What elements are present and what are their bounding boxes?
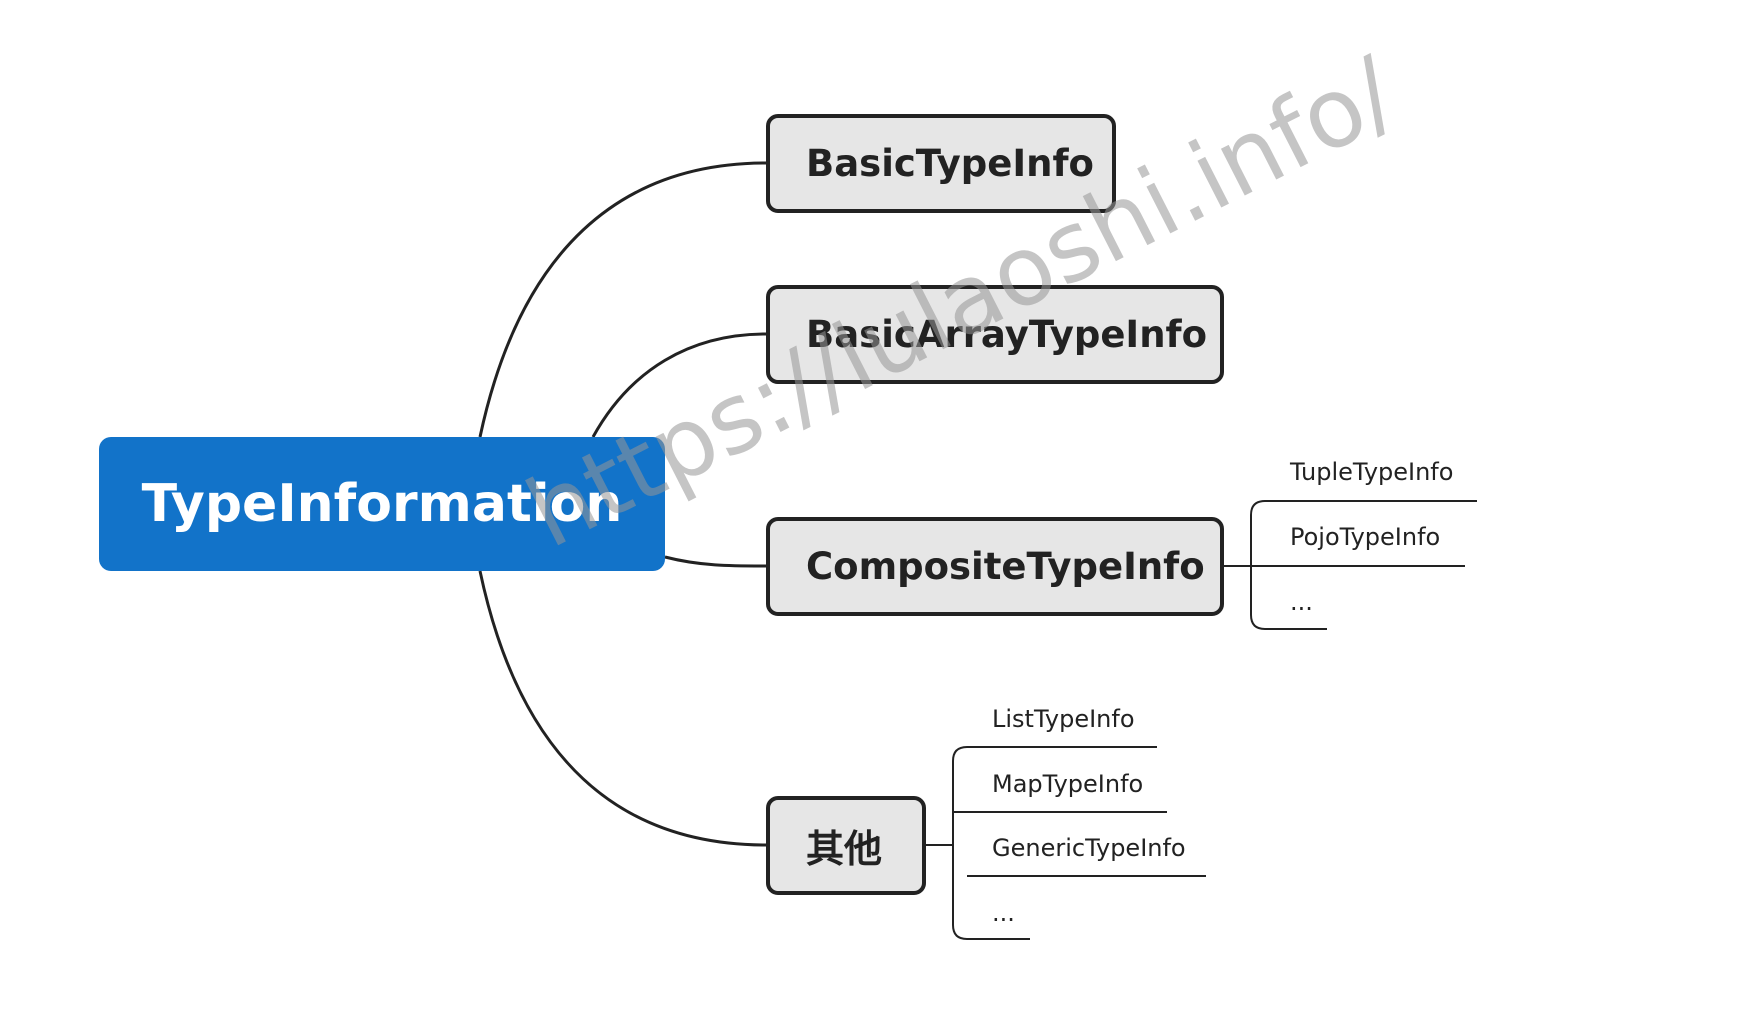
node-basic-array-type-info[interactable]: BasicArrayTypeInfo <box>766 285 1224 384</box>
node-composite-type-info[interactable]: CompositeTypeInfo <box>766 517 1224 616</box>
node-other-label: 其他 <box>806 827 883 871</box>
connector-root-other <box>478 570 767 847</box>
connector-root-basic <box>478 161 767 438</box>
leaf-composite-more[interactable]: ... <box>1290 588 1313 616</box>
bracket-other <box>952 746 968 940</box>
connector-root-composite <box>664 555 767 568</box>
node-other[interactable]: 其他 <box>766 796 926 895</box>
root-node[interactable]: TypeInformation <box>99 437 665 571</box>
leaf-generic-type-info[interactable]: GenericTypeInfo <box>992 834 1186 862</box>
root-node-label: TypeInformation <box>141 474 623 534</box>
leaf-pojo-type-info[interactable]: PojoTypeInfo <box>1290 523 1441 551</box>
node-basic-type-info-label: BasicTypeInfo <box>806 142 1094 185</box>
leaf-other-more[interactable]: ... <box>992 899 1015 927</box>
leaf-map-type-info[interactable]: MapTypeInfo <box>992 770 1144 798</box>
leaf-tuple-type-info[interactable]: TupleTypeInfo <box>1290 458 1454 486</box>
leaf-list-type-info[interactable]: ListTypeInfo <box>992 705 1135 733</box>
node-basic-array-type-info-label: BasicArrayTypeInfo <box>806 313 1208 356</box>
connector-root-basicarray <box>591 332 767 438</box>
node-composite-type-info-label: CompositeTypeInfo <box>806 545 1205 588</box>
node-basic-type-info[interactable]: BasicTypeInfo <box>766 114 1116 213</box>
